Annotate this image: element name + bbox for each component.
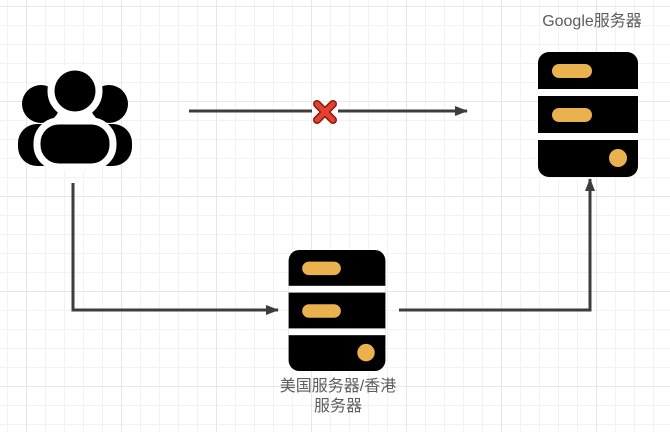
google-server-label: Google服务器 xyxy=(542,13,642,30)
users-group-icon xyxy=(18,63,132,171)
relay-server-label-line1: 美国服务器/香港 xyxy=(279,378,397,395)
relay-server-node xyxy=(287,250,387,371)
red-cross-icon xyxy=(313,100,337,124)
google-server-icon xyxy=(538,52,638,177)
google-server-node xyxy=(538,52,638,177)
relay-server-label: 美国服务器/香港 服务器 xyxy=(253,377,423,417)
arrow-relay-to-google xyxy=(399,178,595,312)
arrow-users-to-relay xyxy=(71,183,279,315)
relay-server-label-line2: 服务器 xyxy=(313,398,362,415)
relay-server-icon xyxy=(288,250,386,371)
